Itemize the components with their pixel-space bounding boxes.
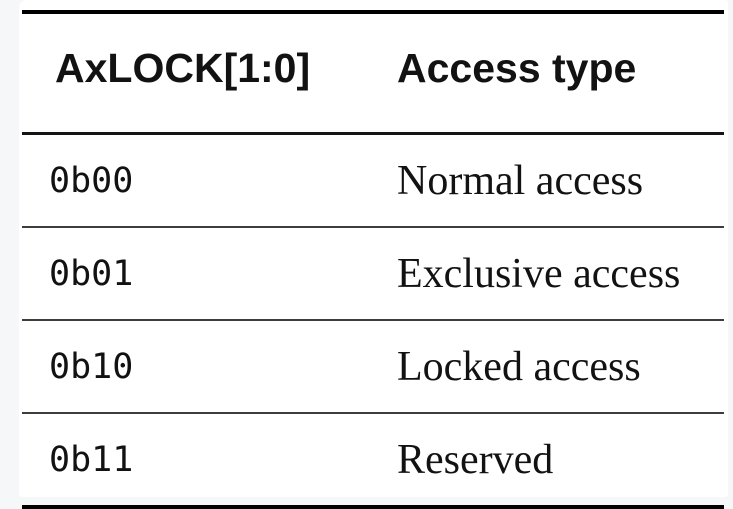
content-card: AxLOCK[1:0] Access type 0b00 Normal acce… bbox=[19, 0, 728, 509]
cell-axlock-value: 0b10 bbox=[22, 319, 367, 413]
cell-access-type: Normal access bbox=[397, 157, 644, 204]
cell-axlock-value: 0b01 bbox=[22, 226, 367, 320]
table-row: 0b00 Normal access bbox=[22, 134, 724, 228]
column-header-access-type: Access type bbox=[367, 12, 724, 135]
table-row: 0b10 Locked access bbox=[22, 319, 724, 413]
table-row: 0b01 Exclusive access bbox=[22, 226, 724, 320]
cell-axlock-value: 0b11 bbox=[22, 412, 367, 507]
cell-access-type: Locked access bbox=[367, 319, 724, 413]
table-row: 0b11 Reserved bbox=[22, 412, 724, 507]
table-header-row: AxLOCK[1:0] Access type bbox=[22, 12, 724, 135]
axlock-access-type-table: AxLOCK[1:0] Access type 0b00 Normal acce… bbox=[22, 10, 724, 509]
cell-access-type: Reserved bbox=[367, 412, 724, 507]
cell-access-type: Exclusive access bbox=[367, 226, 724, 320]
cell-axlock-value: 0b00 bbox=[49, 160, 134, 201]
column-header-axlock: AxLOCK[1:0] bbox=[22, 12, 367, 135]
